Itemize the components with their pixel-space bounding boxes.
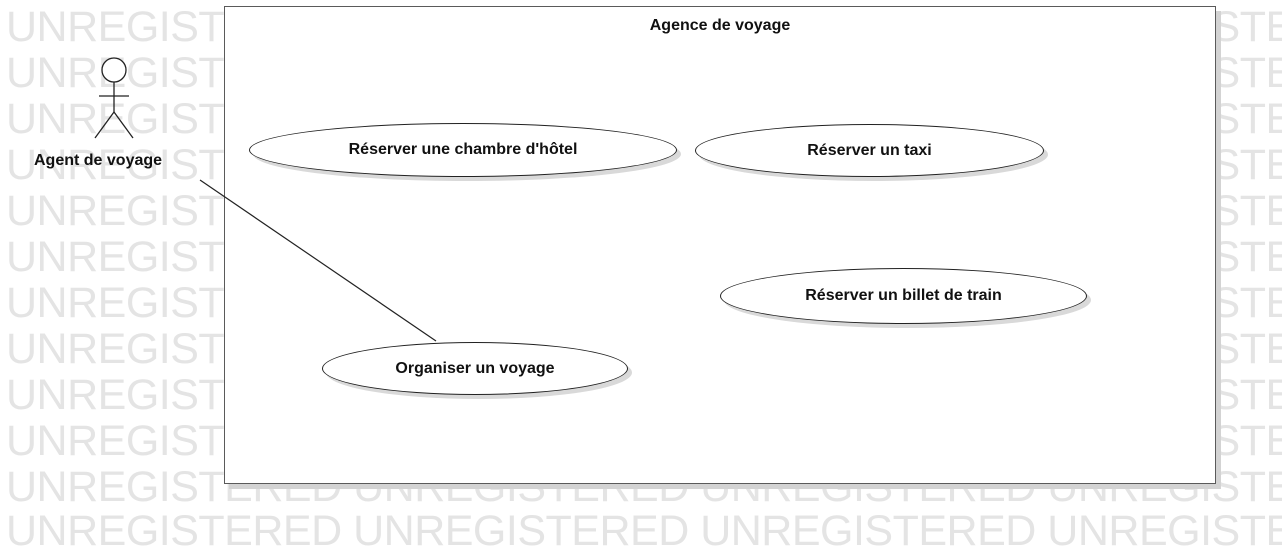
system-boundary[interactable]: Agence de voyage bbox=[224, 6, 1216, 484]
usecase-label: Réserver un billet de train bbox=[805, 287, 1002, 304]
actor-figure-icon[interactable] bbox=[94, 57, 134, 139]
usecase-organiser-voyage[interactable]: Organiser un voyage bbox=[322, 342, 628, 395]
association-line[interactable] bbox=[199, 179, 437, 342]
usecase-label: Réserver un taxi bbox=[807, 141, 932, 159]
usecase-label: Organiser un voyage bbox=[395, 359, 555, 377]
actor-label: Agent de voyage bbox=[34, 152, 163, 169]
actor-right-leg bbox=[113, 111, 134, 139]
actor-left-leg bbox=[94, 111, 115, 139]
actor-head bbox=[101, 57, 127, 83]
usecase-reserver-billet-train[interactable]: Réserver un billet de train bbox=[720, 268, 1087, 324]
usecase-reserver-chambre-hotel[interactable]: Réserver une chambre d'hôtel bbox=[249, 123, 677, 177]
system-title: Agence de voyage bbox=[649, 17, 791, 34]
usecase-reserver-taxi[interactable]: Réserver un taxi bbox=[695, 124, 1044, 177]
usecase-label: Réserver une chambre d'hôtel bbox=[348, 141, 578, 158]
